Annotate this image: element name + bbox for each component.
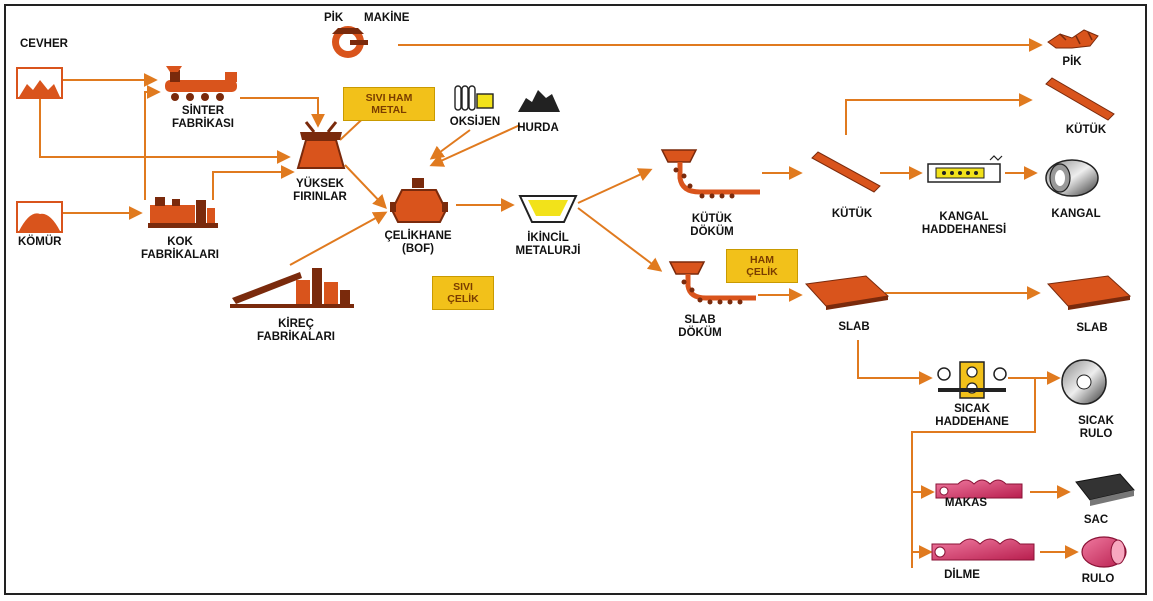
shear-line-icon <box>935 479 1023 499</box>
arrow-kutuk-up <box>845 93 1033 135</box>
slab-product-icon <box>1046 275 1132 310</box>
slitting-line-icon <box>931 538 1035 561</box>
label-ikincil: İKİNCİL METALURJİ <box>515 232 581 257</box>
label-sicak-rulo: SICAK RULO <box>1078 415 1114 440</box>
billet-bar-icon <box>811 151 881 193</box>
hot-coil-icon <box>1061 359 1107 405</box>
label-kangal-haddehanesi: KANGAL HADDEHANESİ <box>921 211 1007 236</box>
arrow-kok-up-to-sinter <box>144 85 161 200</box>
arrow-hurda-to-bof <box>429 124 521 167</box>
label-makas: MAKAS <box>944 497 988 509</box>
arrow-sinter-to-furnace <box>240 97 325 128</box>
arrow-cevher-to-furnace <box>39 97 291 164</box>
wire-rod-mill-icon <box>927 155 1003 183</box>
arrow-oksijen-to-bof <box>429 129 471 160</box>
ladle-furnace-icon <box>518 195 578 223</box>
slab-plate-icon <box>804 275 890 310</box>
bof-converter-icon <box>390 178 448 223</box>
label-sac: SAC <box>1083 514 1109 526</box>
label-kutuk-product: KÜTÜK <box>1065 124 1107 136</box>
pig-iron-icon <box>1047 29 1099 49</box>
label-oksijen: OKSİJEN <box>449 116 501 128</box>
label-sivi-ham-metal: SIVI HAM METAL <box>343 87 435 121</box>
label-rulo: RULO <box>1081 573 1115 585</box>
billet-product-icon <box>1045 77 1115 121</box>
scrap-pile-icon <box>518 90 560 112</box>
label-pik-machine-makine: MAKİNE <box>364 12 410 24</box>
label-kok: KOK FABRİKALARI <box>141 236 219 261</box>
pig-casting-machine-icon <box>332 26 368 58</box>
arrow-ikincil-to-slab <box>577 207 663 272</box>
label-ham-celik: HAM ÇELİK <box>726 249 798 283</box>
arrow-slab-to-sicak <box>857 340 933 385</box>
billet-caster-icon <box>660 149 760 199</box>
wire-coil-icon <box>1045 159 1099 197</box>
label-kangal-product: KANGAL <box>1051 208 1101 220</box>
diagram-frame <box>4 4 1147 595</box>
flow-arrows <box>39 38 1079 568</box>
coil-roll-icon <box>1081 536 1127 568</box>
label-kirec: KİREÇ FABRİKALARI <box>257 318 335 343</box>
sheet-plate-icon <box>1075 473 1135 506</box>
label-sicak-haddehane: SICAK HADDEHANE <box>935 403 1009 428</box>
arrow-sicak-down <box>911 378 1036 568</box>
slab-caster-icon <box>668 261 756 305</box>
label-dilme: DİLME <box>944 569 980 581</box>
hot-strip-mill-icon <box>937 361 1007 399</box>
coke-plant-icon <box>148 197 218 228</box>
blast-furnace-icon <box>296 121 346 169</box>
arrow-kirec-to-bof <box>289 211 388 266</box>
arrow-ikincil-to-kutuk <box>577 168 653 204</box>
label-komur: KÖMÜR <box>18 236 62 248</box>
oxygen-cylinders-icon <box>454 85 494 111</box>
label-slab-mid: SLAB <box>838 321 870 333</box>
label-cevher: CEVHER <box>20 38 68 50</box>
label-pik-product: PİK <box>1062 56 1082 68</box>
label-celikhane: ÇELİKHANE (BOF) <box>384 230 452 255</box>
label-slab-product: SLAB <box>1076 322 1108 334</box>
label-sivi-celik: SIVI ÇELİK <box>432 276 494 310</box>
label-pik-machine-pik: PİK <box>324 12 344 24</box>
label-kutuk-dokum: KÜTÜK DÖKÜM <box>690 213 734 238</box>
coal-pile-icon <box>16 201 63 233</box>
arrow-kok-to-furnace <box>212 165 295 200</box>
arrow-furnace-to-bof <box>344 164 387 210</box>
lime-plant-icon <box>230 268 354 308</box>
ore-pile-icon <box>16 67 63 99</box>
sinter-plant-icon <box>165 66 237 101</box>
label-slab-dokum: SLAB DÖKÜM <box>678 314 722 339</box>
label-sinter: SİNTER FABRİKASI <box>172 105 234 130</box>
label-kutuk-mid: KÜTÜK <box>831 208 873 220</box>
label-yuksek: YÜKSEK FIRINLAR <box>293 178 347 203</box>
label-hurda: HURDA <box>517 122 559 134</box>
